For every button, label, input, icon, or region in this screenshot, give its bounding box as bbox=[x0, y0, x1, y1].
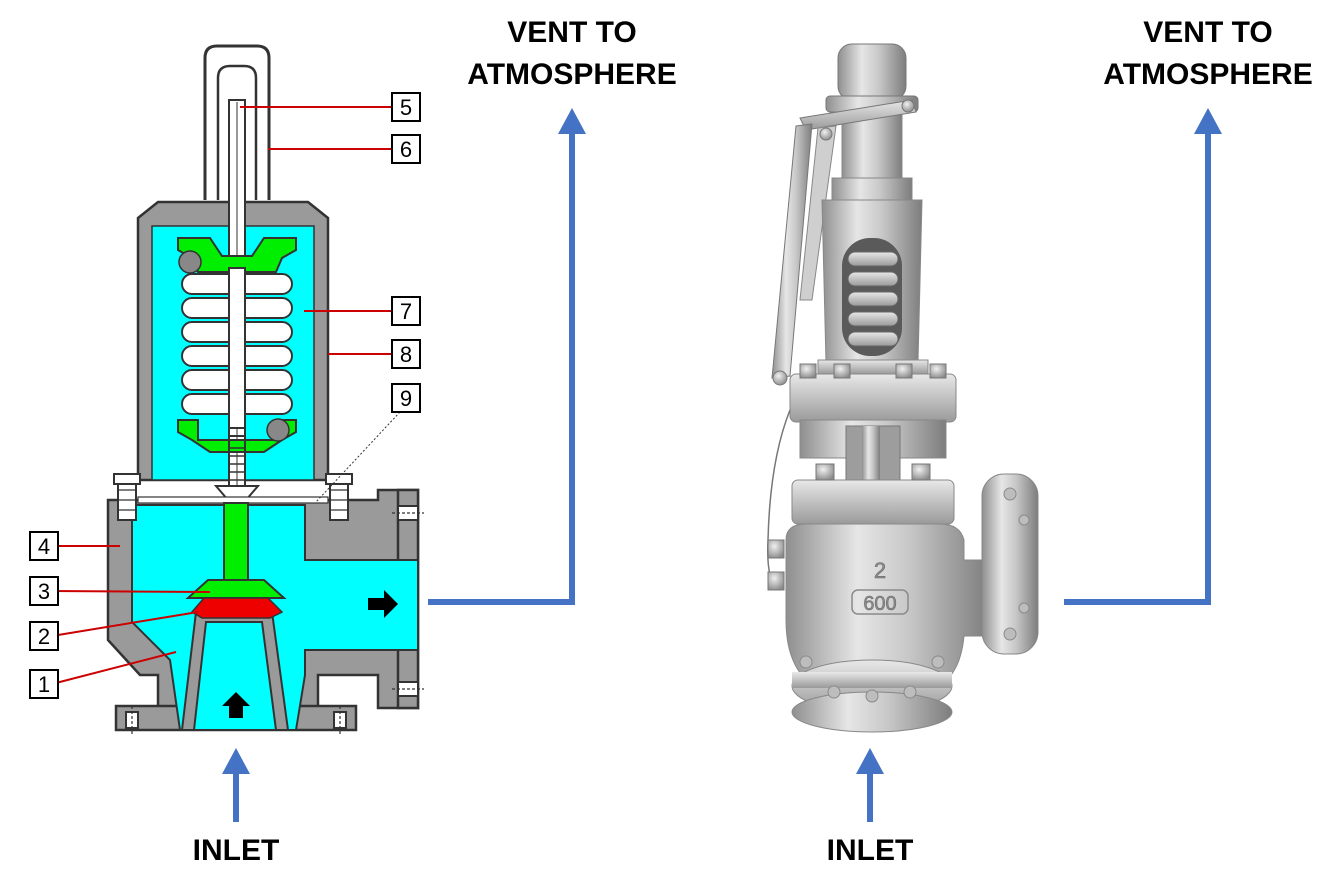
callout-boxes bbox=[29, 92, 421, 699]
right-flow-arrows bbox=[856, 108, 1222, 822]
callout-9: 9 bbox=[400, 386, 412, 411]
cutaway-diagram: 1 2 3 4 5 6 7 8 9 bbox=[29, 44, 424, 734]
callout-9-box bbox=[391, 383, 421, 413]
callout-3-box bbox=[29, 576, 59, 606]
right-inlet-arrowhead bbox=[856, 748, 884, 774]
top-cap bbox=[837, 43, 907, 101]
callout-5-box bbox=[391, 92, 421, 122]
left-inlet-arrowhead bbox=[222, 748, 250, 774]
callout-8-box bbox=[391, 339, 421, 369]
right-vent-label-line2: ATMOSPHERE bbox=[1103, 58, 1313, 91]
left-inlet-label: INLET bbox=[192, 834, 280, 867]
left-vent-path bbox=[428, 132, 575, 605]
outlet-flow-arrow bbox=[368, 590, 398, 618]
left-vent-label-line1: VENT TO bbox=[507, 16, 637, 49]
callout-3: 3 bbox=[38, 579, 50, 604]
callout-6: 6 bbox=[400, 137, 412, 162]
upper-ball bbox=[178, 250, 202, 274]
outlet-flange-photo bbox=[981, 473, 1039, 655]
callout-1-box bbox=[29, 669, 59, 699]
callout-5: 5 bbox=[400, 95, 412, 120]
right-inlet-label: INLET bbox=[826, 834, 914, 867]
right-vent-label: VENT TO ATMOSPHERE bbox=[1086, 12, 1330, 96]
visible-spring bbox=[847, 251, 899, 347]
right-vent-label-line1: VENT TO bbox=[1143, 16, 1273, 49]
spring-lower-plate bbox=[177, 419, 297, 453]
body-flange-upper bbox=[791, 479, 955, 525]
left-vent-label: VENT TO ATMOSPHERE bbox=[450, 12, 694, 96]
callout-leaders bbox=[51, 106, 401, 685]
bonnet-flange bbox=[789, 373, 957, 423]
disc-holder-stem bbox=[223, 502, 249, 584]
callout-6-box bbox=[391, 134, 421, 164]
right-vent-arrowhead bbox=[1194, 108, 1222, 134]
callout-4-box bbox=[29, 531, 59, 561]
callout-4: 4 bbox=[38, 534, 50, 559]
left-vent-label-line2: ATMOSPHERE bbox=[467, 58, 677, 91]
callout-2-box bbox=[29, 621, 59, 651]
left-flow-arrows bbox=[222, 108, 586, 822]
body-fluid-channel bbox=[131, 504, 419, 731]
left-vent-arrowhead bbox=[558, 108, 586, 134]
callout-1: 1 bbox=[38, 672, 50, 697]
callout-8: 8 bbox=[400, 342, 412, 367]
callout-7: 7 bbox=[400, 299, 412, 324]
inlet-flow-arrow bbox=[222, 692, 250, 718]
body-marking-size: 2 bbox=[874, 558, 886, 583]
right-vent-path bbox=[1064, 132, 1211, 605]
callout-2: 2 bbox=[38, 624, 50, 649]
cap-inner-slot bbox=[216, 64, 258, 200]
valve-seat bbox=[190, 597, 284, 619]
lower-ball bbox=[266, 418, 290, 442]
valve-photo-illustration: 2 600 bbox=[766, 43, 1039, 733]
body-marking-class: 600 bbox=[863, 593, 896, 615]
callout-7-box bbox=[391, 296, 421, 326]
